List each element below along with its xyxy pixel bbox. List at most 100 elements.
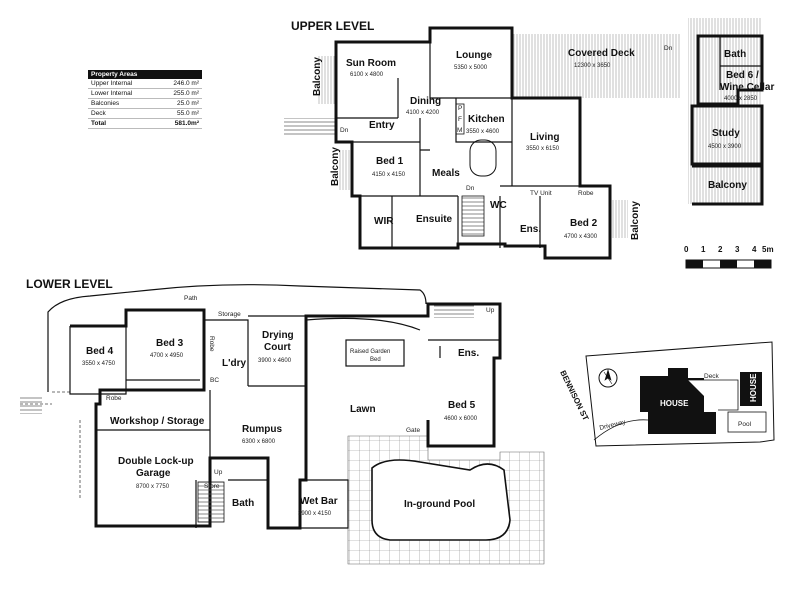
balcony-bed2-label: Balcony — [630, 201, 641, 240]
upper-level-plan: P F M Sun Room 6100 x 4800 Lounge 5350 x… — [284, 18, 774, 260]
scale-tick: 1 — [701, 245, 706, 254]
lower-level-plan: Path Storage Bed 4 3550 x 4750 Bed 3 470… — [20, 284, 545, 565]
upper-robe-label: Robe — [578, 190, 594, 197]
kitchen-label: Kitchen — [468, 114, 505, 125]
bed2-label: Bed 2 — [570, 218, 598, 229]
scale-tick: 5m — [762, 245, 774, 254]
site-house-label: HOUSE — [660, 399, 689, 408]
lower-up-label: Up — [486, 307, 495, 314]
kitchen-dim: 3550 x 4600 — [466, 129, 500, 135]
court-label: Court — [264, 342, 291, 353]
wine-cellar-label: Wine Cellar — [720, 82, 774, 93]
scale-tick: 3 — [735, 245, 740, 254]
covered-deck-area — [512, 34, 680, 98]
side-stairs — [20, 396, 42, 414]
fridge-mark: F — [458, 116, 462, 123]
bed5-label: Bed 5 — [448, 400, 476, 411]
ens-label: Ens. — [520, 224, 541, 235]
street-label: BENNISON ST — [558, 369, 590, 422]
entry-dn-label: Dn — [340, 127, 349, 134]
lawn-curve — [305, 317, 421, 331]
laundry-label: L'dry — [222, 358, 246, 369]
areas-header: Property Areas — [88, 70, 202, 79]
study-walls — [690, 104, 764, 166]
store-up-label: Up — [214, 469, 223, 476]
scale-bar-segment — [686, 260, 703, 268]
site-house-side-label: HOUSE — [749, 373, 758, 402]
deck-dn-label: Dn — [664, 45, 673, 52]
dining-dim: 4100 x 4200 — [406, 110, 440, 116]
wet-bar-label: Wet Bar — [300, 496, 338, 507]
stairs-dn-label: Dn — [466, 185, 475, 192]
robe-vertical-label: Robe — [208, 336, 215, 352]
site-deck-label: Deck — [704, 373, 720, 380]
entry-label: Entry — [369, 120, 395, 131]
tv-unit-label: TV Unit — [530, 190, 552, 197]
lower-stairs — [434, 304, 474, 318]
site-deck-shape — [688, 379, 739, 411]
site-map: BENNISON ST Deck HOUSE HOUSE Driveway Po… — [558, 341, 775, 447]
scale-bar: 0 1 2 3 4 5m — [684, 245, 774, 269]
gate-label: Gate — [406, 427, 420, 434]
lawn-label: Lawn — [350, 404, 376, 415]
in-ground-pool — [371, 459, 511, 541]
balcony-east-walls — [692, 164, 764, 206]
living-label: Living — [530, 132, 559, 143]
path-outline — [47, 284, 427, 392]
store-stairs — [197, 481, 225, 523]
workshop-label: Workshop / Storage — [110, 416, 205, 427]
scale-bar-segment — [754, 260, 771, 268]
pantry-fridge-block — [455, 103, 465, 135]
dining-label: Dining — [410, 96, 441, 107]
drying-label: Drying — [262, 330, 294, 341]
lower-interior-walls — [69, 310, 500, 529]
drying-court-dim: 3900 x 4600 — [258, 358, 292, 364]
lower-level-title: LOWER LEVEL — [26, 277, 113, 291]
balcony-east-label: Balcony — [708, 180, 747, 191]
bed6-dim: 4000 x 2850 — [724, 96, 758, 102]
garage-dim: 8700 x 7750 — [136, 484, 170, 490]
entry-stairs — [284, 118, 336, 136]
store-label: Store — [204, 483, 220, 490]
balcony-west-lower — [338, 150, 354, 190]
scale-bar-segment — [720, 260, 737, 268]
upper-outer-wall — [334, 26, 612, 260]
balcony-west-label: Balcony — [312, 57, 323, 96]
bc-label: BC — [210, 377, 219, 384]
sun-room-label: Sun Room — [346, 58, 396, 69]
bath-bed6-walls — [696, 34, 764, 106]
bed3-dim: 4700 x 4950 — [150, 353, 184, 359]
lower-robe-label: Robe — [106, 395, 122, 402]
raised-garden-bed — [345, 339, 405, 367]
site-house-side — [740, 372, 762, 406]
storage-label: Storage — [218, 311, 241, 318]
scale-tick: 0 — [684, 245, 689, 254]
rumpus-label: Rumpus — [242, 424, 282, 435]
kitchen-island — [469, 139, 497, 177]
garden-bed-label: Raised Garden — [350, 349, 390, 355]
bed6-label: Bed 6 / — [726, 70, 759, 81]
covered-deck-dim: 12300 x 3650 — [574, 63, 611, 69]
pool-label: In-ground Pool — [404, 499, 475, 510]
bed4-dim: 3550 x 4750 — [82, 361, 116, 367]
wir-label: WIR — [374, 216, 394, 227]
scale-tick: 2 — [718, 245, 723, 254]
pantry-mark: P — [458, 105, 462, 112]
ensuite-label: Ensuite — [416, 214, 453, 225]
north-arrow-icon — [603, 368, 613, 385]
balcony-bed2 — [608, 200, 628, 238]
living-dim: 3550 x 6150 — [526, 146, 560, 152]
bed1-label: Bed 1 — [376, 156, 404, 167]
east-wing-deck — [688, 18, 762, 204]
balcony-bed1-label: Balcony — [330, 147, 341, 186]
wet-bar-dim: 3900 x 4150 — [298, 511, 332, 517]
site-pool-shape — [727, 411, 767, 433]
garage-label: Double Lock-up — [118, 456, 194, 467]
site-pool-label: Pool — [738, 421, 752, 428]
rumpus-dim: 6300 x 6800 — [242, 439, 276, 445]
sun-room-dim: 6100 x 4800 — [350, 72, 384, 78]
